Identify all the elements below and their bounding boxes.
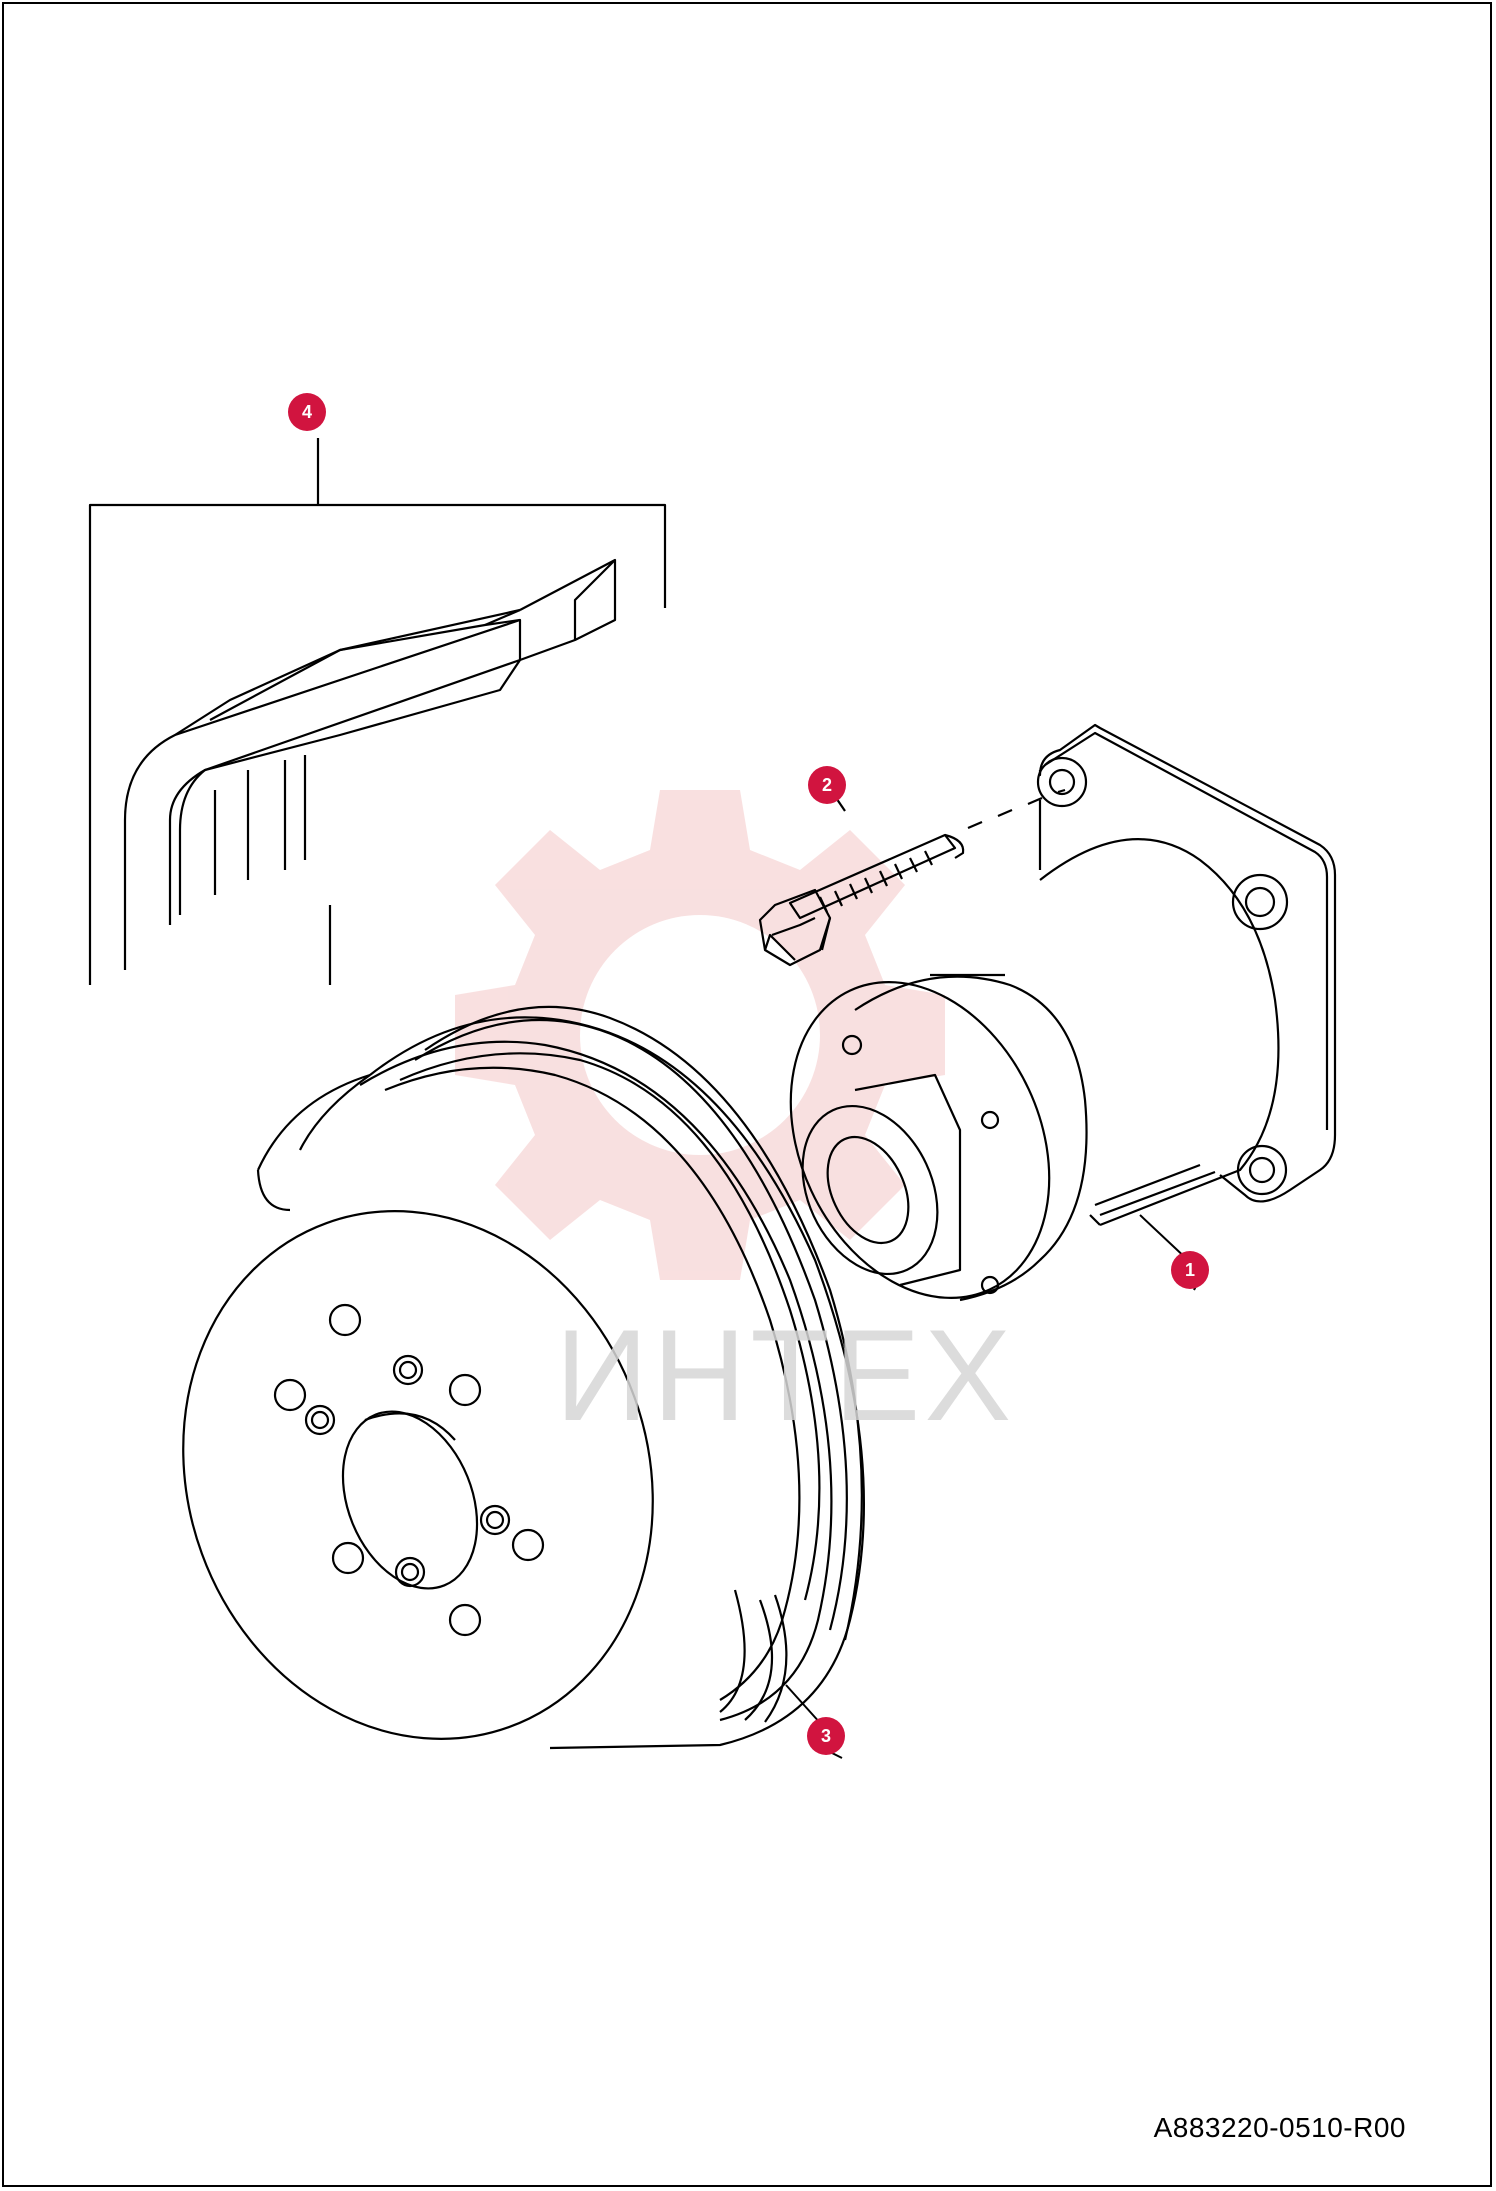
callout-1[interactable]: 1 [1171, 1251, 1209, 1289]
water-pump-body [789, 723, 1337, 1302]
callout-3[interactable]: 3 [807, 1717, 845, 1755]
document-id: A883220-0510-R00 [1153, 2112, 1406, 2143]
belt-detail-inset [88, 438, 667, 985]
pulley [182, 1005, 866, 1750]
bolt [758, 785, 1066, 967]
watermark-gear-logo [455, 790, 945, 1280]
callout-2[interactable]: 2 [808, 766, 846, 804]
callout-4[interactable]: 4 [288, 393, 326, 431]
